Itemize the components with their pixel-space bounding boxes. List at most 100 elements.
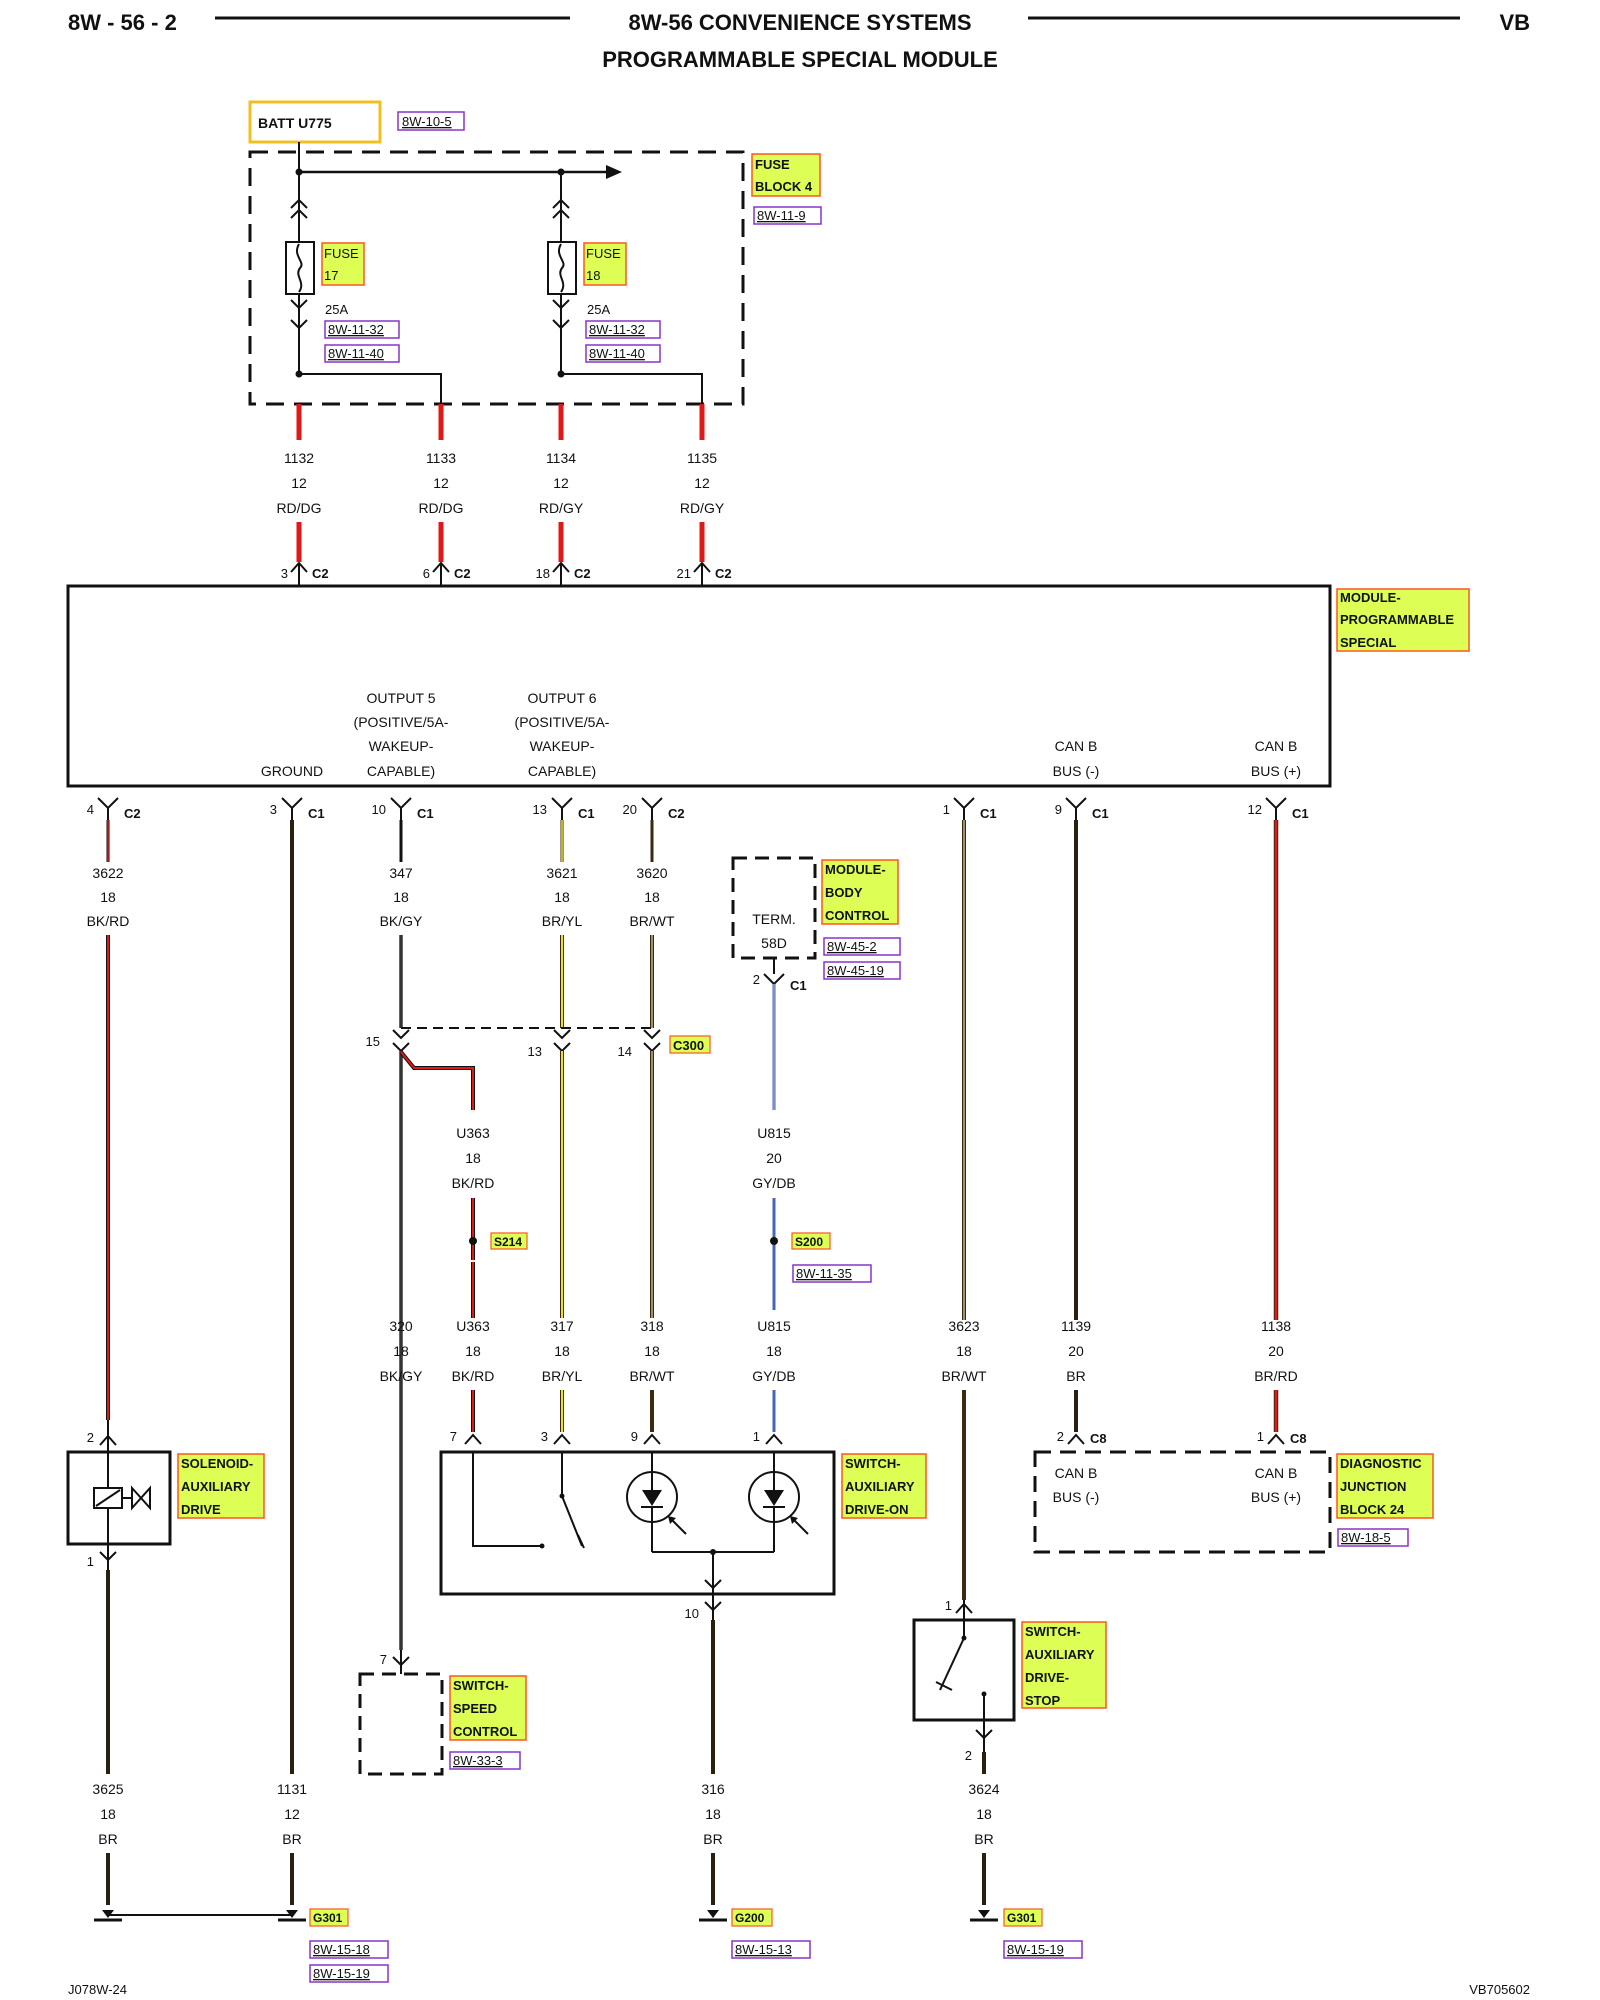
s200-label-box <box>791 1232 831 1250</box>
fuse-block-4-outline <box>248 150 745 406</box>
g301b-ref[interactable]: 8W-15-19 <box>1007 1942 1064 1957</box>
s200-ref-box <box>792 1264 872 1283</box>
pin-number: 3 <box>281 566 288 581</box>
connector-id: C2 <box>574 566 591 581</box>
g301-label: G301 <box>313 1911 343 1925</box>
fuse-18-ref2[interactable]: 8W-11-40 <box>589 346 645 361</box>
fuse-block-ref-box <box>753 206 822 225</box>
circuit-number: 3625 <box>92 1781 123 1797</box>
footer-left-code: J078W-24 <box>68 1982 127 1997</box>
connector-chevron-icon <box>704 1579 722 1590</box>
wire-gauge: 18 <box>554 889 570 905</box>
body-control-ref1[interactable]: 8W-45-2 <box>827 939 877 954</box>
wire-color: BR <box>974 1831 993 1847</box>
circuit-number: 347 <box>389 865 413 881</box>
connector-fork-icon <box>953 797 975 810</box>
top-wire-1133: 1133 12 RD/DG 6 C2 <box>418 404 471 586</box>
connector-id: C1 <box>980 806 997 821</box>
switch-contact <box>935 1681 953 1691</box>
fuse-17-ref1[interactable]: 8W-11-32 <box>328 322 384 337</box>
body-control-ref2[interactable]: 8W-45-19 <box>827 963 884 978</box>
g200-ref[interactable]: 8W-15-13 <box>735 1942 792 1957</box>
body-control-label: MODULE- <box>825 862 886 877</box>
wire-gauge: 12 <box>433 475 449 491</box>
fuse-17-number: 17 <box>324 268 338 283</box>
wire-u363-branch-stripe <box>400 1051 474 1110</box>
connector-chevron-icon <box>552 299 570 330</box>
switch-stop-label-3: DRIVE- <box>1025 1670 1069 1685</box>
page-subtitle: PROGRAMMABLE SPECIAL MODULE <box>602 47 998 72</box>
output5-label: OUTPUT 5 <box>367 690 436 706</box>
ground-g301-icon <box>278 1910 306 1922</box>
wire-color: BR <box>703 1831 722 1847</box>
connector-id: C1 <box>1092 806 1109 821</box>
module-body-control[interactable] <box>731 856 817 960</box>
fuse-block-ref[interactable]: 8W-11-9 <box>757 208 806 223</box>
s200-ref[interactable]: 8W-11-35 <box>796 1266 852 1281</box>
djb-ref[interactable]: 8W-18-5 <box>1341 1530 1391 1545</box>
speed-control-ref[interactable]: 8W-33-3 <box>453 1753 503 1768</box>
pin-number: 2 <box>87 1430 94 1445</box>
module-label: MODULE- <box>1340 590 1401 605</box>
solenoid-coil-slash <box>95 1489 121 1507</box>
module-label-box <box>1336 588 1470 652</box>
fuse-17-ref2[interactable]: 8W-11-40 <box>328 346 384 361</box>
g301-ref2[interactable]: 8W-15-19 <box>313 1966 370 1981</box>
led-arrowhead-icon <box>668 1516 676 1524</box>
fuse-18-rating: 25A <box>587 302 610 317</box>
connector-id: C1 <box>417 806 434 821</box>
wire-gauge: 20 <box>1068 1343 1084 1359</box>
circuit-number: U363 <box>456 1125 490 1141</box>
connector-chevron-icon <box>464 1433 482 1445</box>
fuse-18-ref2-box <box>585 344 661 363</box>
djb-canb-plus: CAN B <box>1255 1465 1298 1481</box>
fuse-18-ref1[interactable]: 8W-11-32 <box>589 322 645 337</box>
c300-pin: 15 <box>366 1034 380 1049</box>
connector-chevron-icon <box>552 198 570 219</box>
djb-label-box <box>1336 1453 1434 1519</box>
diagnostic-junction-block[interactable] <box>1033 1450 1332 1554</box>
batt-label: BATT U775 <box>258 115 332 131</box>
switch-speed-control[interactable] <box>358 1672 444 1776</box>
g301b-label-box <box>1003 1908 1043 1927</box>
connector-chevron-icon <box>1067 1433 1085 1445</box>
connector-chevron-icon <box>1267 1433 1285 1445</box>
batt-label-box <box>248 100 382 144</box>
c300-pin: 14 <box>618 1044 632 1059</box>
output5-label-4: CAPABLE) <box>367 763 435 779</box>
module-programmable-special[interactable] <box>66 584 1332 788</box>
wire-gauge: 12 <box>284 1806 300 1822</box>
circuit-number: 1139 <box>1061 1318 1091 1334</box>
connector-fork-icon <box>551 797 573 810</box>
switch-contact <box>577 1534 585 1549</box>
fuse-17-rating: 25A <box>325 302 348 317</box>
connector-fork-icon <box>390 797 412 810</box>
pin-number: 1 <box>945 1598 952 1613</box>
g301-ref1[interactable]: 8W-15-18 <box>313 1942 370 1957</box>
circuit-number: 1135 <box>687 450 717 466</box>
wire-color: BK/GY <box>380 1368 423 1384</box>
pin-number: 1 <box>943 802 950 817</box>
switch-on-pin-10: 10 <box>685 1594 722 1621</box>
canb-minus-label-2: BUS (-) <box>1053 763 1100 779</box>
c300-pin: 13 <box>528 1044 542 1059</box>
circuit-number: 3622 <box>92 865 123 881</box>
wire-gauge: 18 <box>393 889 409 905</box>
circuit-number: 1132 <box>284 450 314 466</box>
connector-fork-icon <box>1065 797 1087 810</box>
solenoid-label: SOLENOID- <box>181 1456 253 1471</box>
body-control-ref1-box <box>823 937 901 956</box>
module-pin-12: 12 C1 <box>1248 797 1309 821</box>
batt-ref[interactable]: 8W-10-5 <box>402 114 452 129</box>
circuit-number: 3620 <box>636 865 667 881</box>
body-code: VB <box>1499 10 1530 35</box>
pin-number: 6 <box>423 566 430 581</box>
fuse-element <box>558 243 565 293</box>
switch-stop-label-4: STOP <box>1025 1693 1060 1708</box>
led-arrowhead-icon <box>790 1516 798 1524</box>
g200-label: G200 <box>735 1911 765 1925</box>
circuit-number: 316 <box>701 1781 725 1797</box>
output5-label-3: WAKEUP- <box>369 738 434 754</box>
s214-label: S214 <box>494 1235 522 1249</box>
